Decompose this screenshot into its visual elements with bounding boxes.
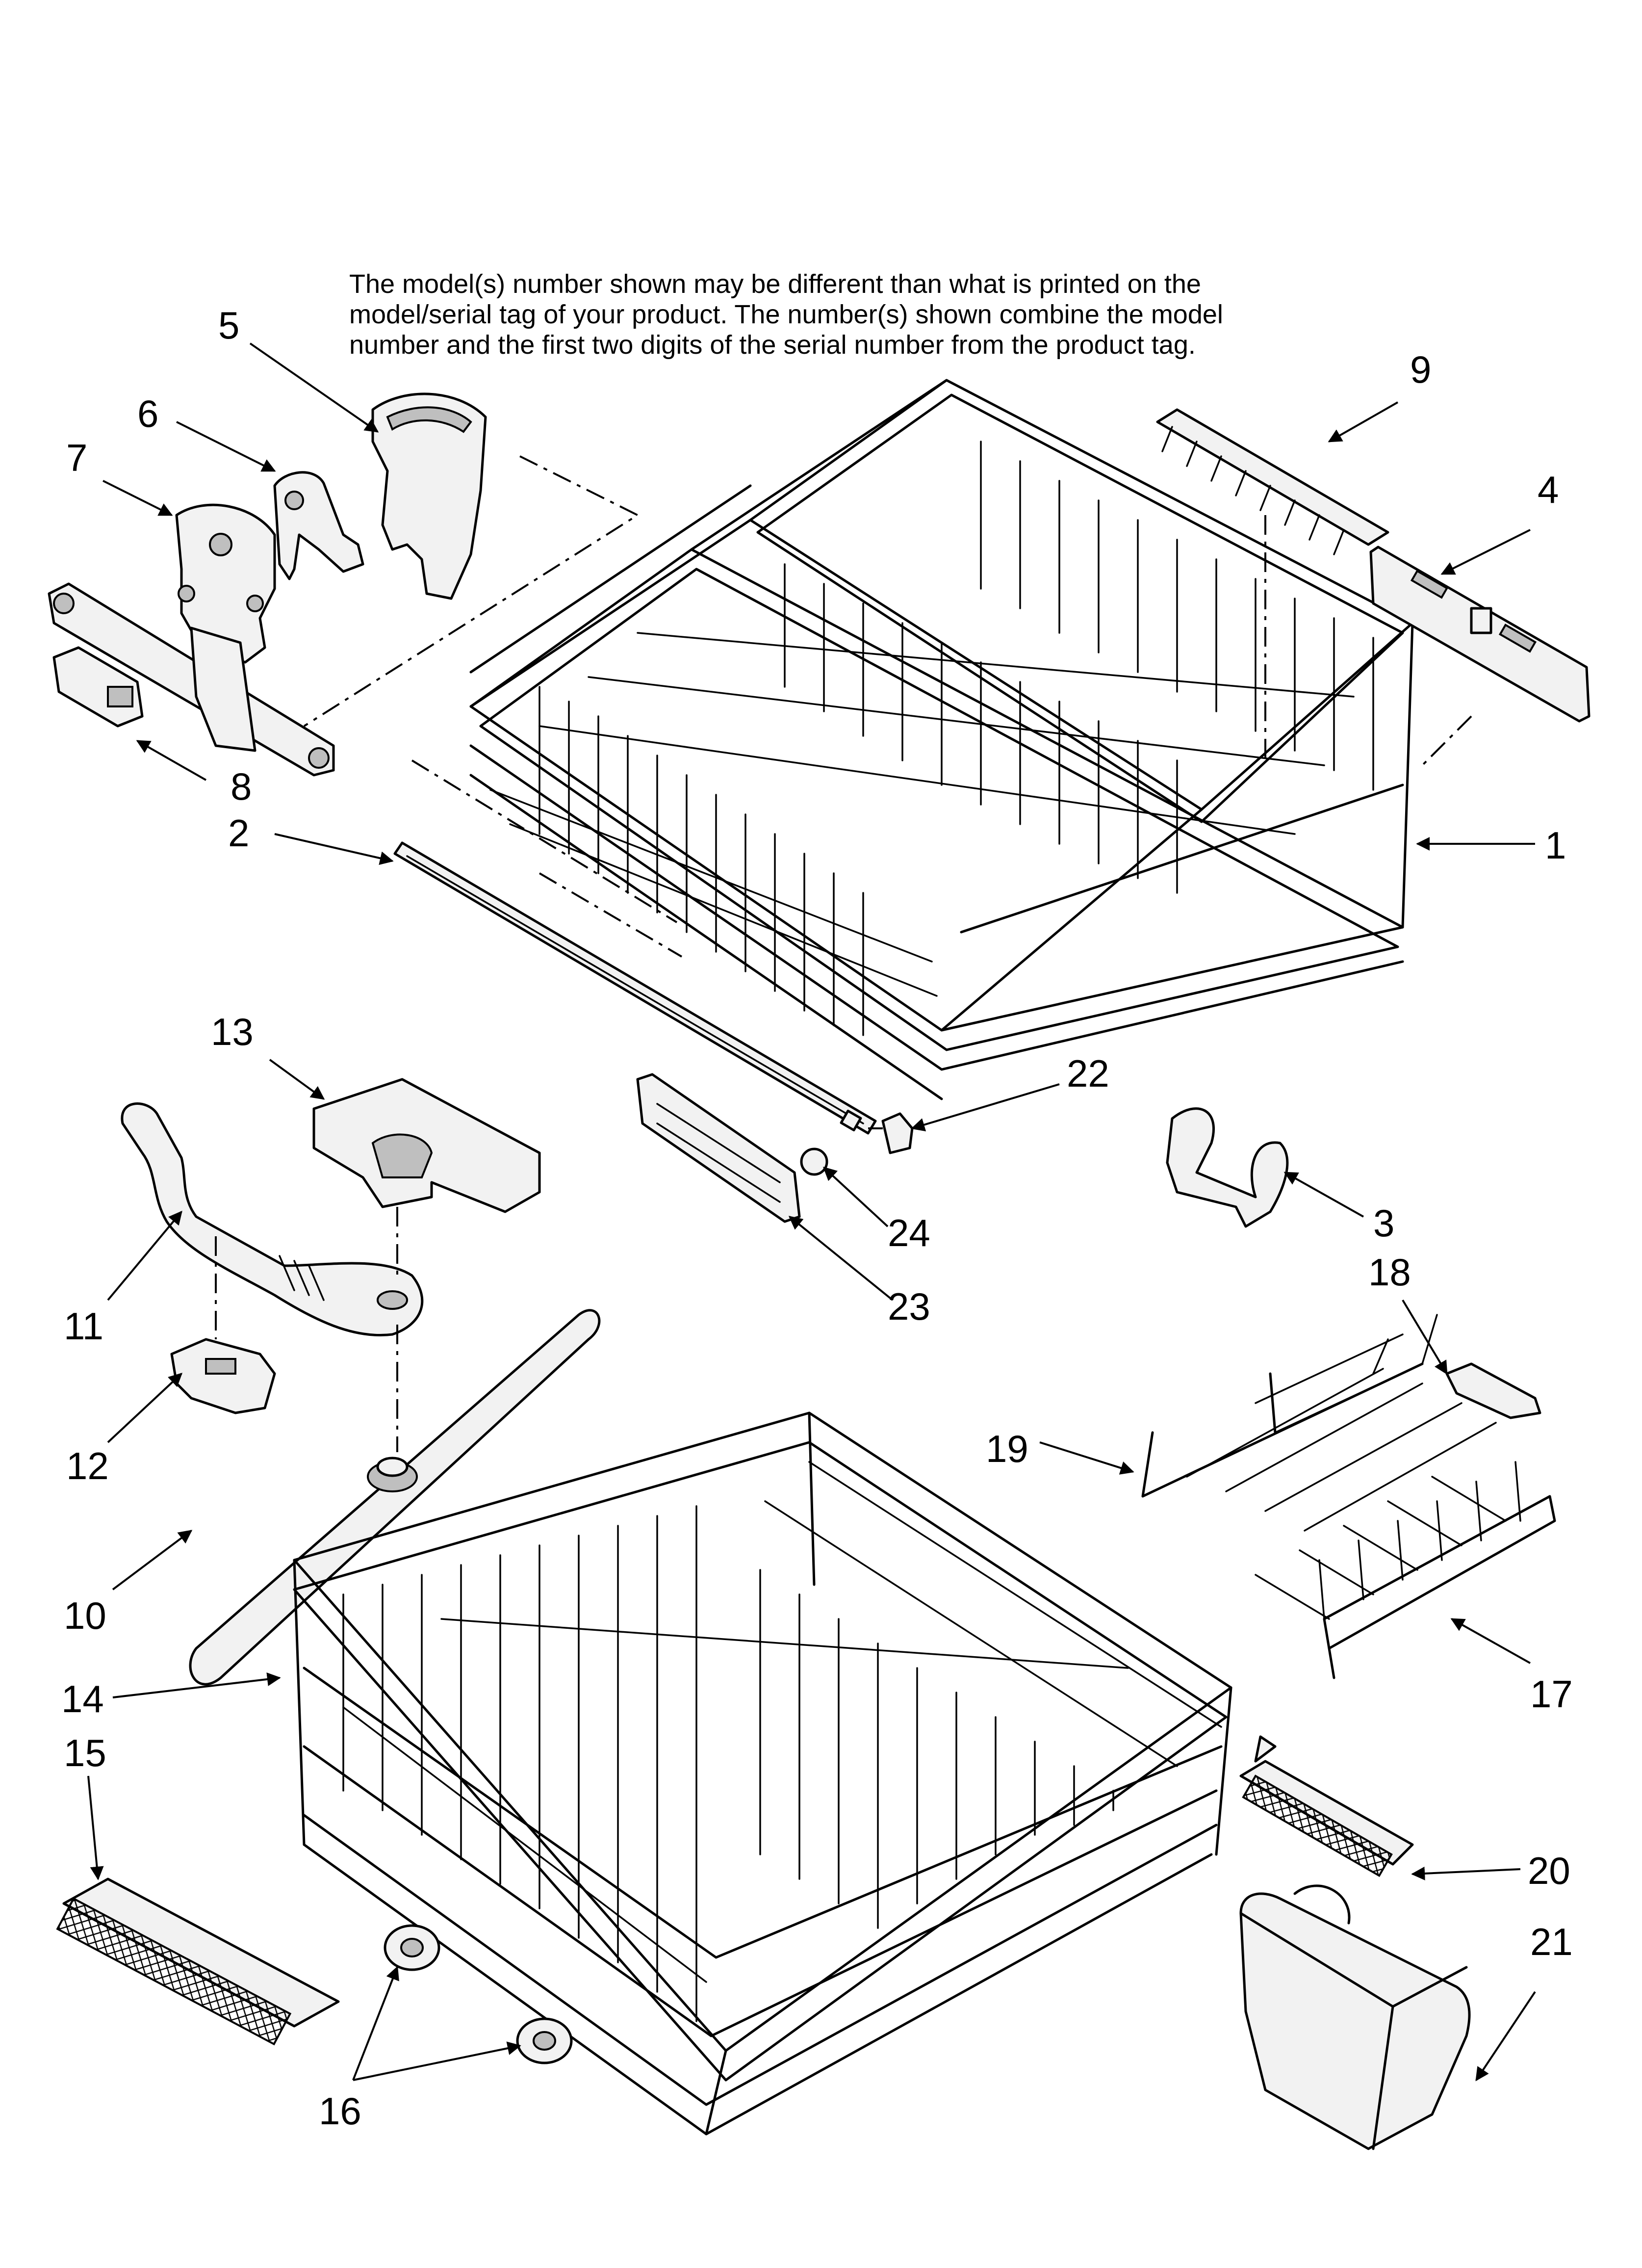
manifold-clip	[170, 1338, 276, 1414]
rack-wheel-2	[516, 2017, 573, 2064]
callout-24: 24	[888, 1211, 930, 1254]
rack-clip	[1166, 1107, 1289, 1228]
callout-1: 1	[1545, 824, 1566, 867]
callout-15: 15	[64, 1731, 106, 1774]
adjuster-bracket	[1369, 546, 1591, 723]
callout-17: 17	[1530, 1672, 1573, 1716]
adjuster-arm	[48, 582, 335, 777]
lower-wash-arm	[189, 1309, 601, 1686]
callout-14: 14	[61, 1677, 104, 1721]
basket-cover	[1239, 1735, 1414, 1877]
note-line-1: The model(s) number shown may be differe…	[349, 269, 1201, 299]
feed-housing	[312, 1078, 541, 1213]
callout-20: 20	[1528, 1849, 1570, 1892]
callout-5: 5	[218, 304, 239, 347]
callout-19: 19	[986, 1427, 1028, 1470]
adjuster-housing	[175, 503, 276, 664]
callout-numbers: 1 2 3 4 5 6 7 8 9 10 11 12 13 14 15 16 1…	[61, 304, 1573, 2133]
cutlery-basket	[1239, 1884, 1471, 2150]
cup-shelf-tines	[1156, 408, 1389, 555]
lower-rack	[293, 1411, 1232, 2136]
callout-10: 10	[64, 1594, 106, 1637]
tine-clip	[1445, 1362, 1541, 1419]
leader-lines	[87, 342, 1536, 2082]
callout-7: 7	[66, 436, 87, 479]
tine-assembly	[1141, 1314, 1497, 1532]
callout-22: 22	[1067, 1052, 1109, 1095]
rail-stop	[636, 1073, 801, 1223]
callout-2: 2	[228, 811, 249, 855]
rack-rail	[393, 841, 877, 1135]
note-line-3: number and the first two digits of the s…	[349, 330, 1196, 360]
callout-3: 3	[1373, 1201, 1394, 1245]
stop-ball	[800, 1147, 828, 1176]
note-line-2: model/serial tag of your product. The nu…	[349, 300, 1223, 329]
callout-16: 16	[319, 2089, 361, 2133]
folding-tine-row	[56, 1877, 340, 2046]
callout-4: 4	[1538, 468, 1559, 511]
callout-11: 11	[64, 1304, 103, 1348]
latch	[273, 471, 364, 580]
callout-13: 13	[211, 1010, 254, 1053]
callout-18: 18	[1368, 1251, 1411, 1294]
model-number-note: The model(s) number shown may be differe…	[349, 269, 1330, 360]
rail-end-cap	[881, 1112, 914, 1154]
rack-wheel-1	[384, 1924, 440, 1971]
fold-down-tines	[1255, 1461, 1556, 1679]
callout-6: 6	[137, 392, 158, 435]
rack-handle	[371, 392, 487, 600]
callout-8: 8	[231, 765, 252, 808]
callout-9: 9	[1410, 348, 1431, 391]
upper-rack	[469, 379, 1414, 1100]
callout-21: 21	[1530, 1920, 1573, 1963]
callout-23: 23	[888, 1285, 930, 1328]
alignment-lines	[215, 455, 1472, 1452]
spray-arm-manifold	[121, 1102, 424, 1337]
callout-12: 12	[66, 1444, 109, 1487]
